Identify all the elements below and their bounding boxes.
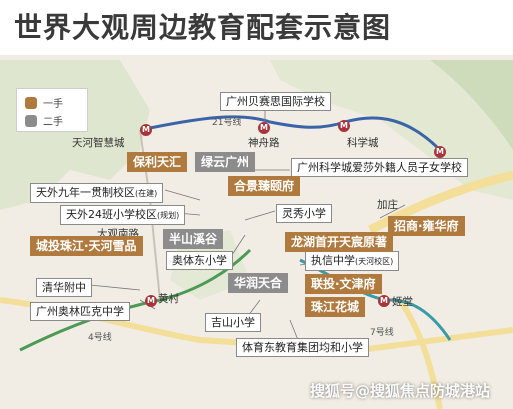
school-label: 天外24班小学校区(规划)	[60, 205, 186, 225]
watermark: 搜狐号@搜狐焦点防城港站	[310, 382, 491, 400]
school-label: 吉山小学	[205, 313, 261, 332]
metro-station-icon: M	[145, 295, 157, 307]
project-first-hand: 联投·文津府	[305, 274, 382, 294]
metro-line-21	[149, 115, 442, 152]
metro-station-icon: M	[338, 120, 350, 132]
legend: 一手 二手	[16, 88, 88, 132]
school-label: 广州贝赛思国际学校	[220, 92, 331, 111]
project-first-hand: 珠江花城	[305, 297, 366, 317]
station-label: 神舟路	[248, 137, 280, 149]
school-label: 清华附中	[36, 278, 92, 297]
metro-station-icon: M	[140, 124, 152, 136]
project-first-hand: 保利天汇	[127, 152, 188, 172]
legend-second-hand-swatch	[25, 114, 37, 127]
school-note: (在建)	[135, 189, 158, 198]
legend-row-first-hand: 一手	[25, 95, 63, 110]
school-note: (天河校区)	[355, 257, 394, 266]
line-4-label: 4号线	[88, 333, 112, 343]
line-7-label: 7号线	[370, 328, 394, 338]
school-name: 天外24班小学校区	[66, 208, 157, 221]
school-label: 天外九年一贯制校区(在建)	[30, 183, 164, 203]
metro-station-icon: M	[258, 122, 270, 134]
school-label: 体育东教育集团均和小学	[236, 338, 369, 357]
metro-station-icon: M	[434, 146, 446, 158]
school-label: 执信中学(天河校区)	[305, 251, 400, 271]
legend-row-second-hand: 二手	[25, 113, 63, 128]
project-first-hand: 城投珠江·天河雪品	[30, 236, 143, 256]
school-name: 天外九年一贯制校区	[36, 186, 135, 199]
park-area-hill	[430, 60, 513, 150]
legend-second-hand-label: 二手	[43, 117, 63, 128]
station-label: 黄村	[158, 293, 179, 305]
project-first-hand: 招商·雍华府	[388, 216, 465, 236]
project-second-hand: 华润天合	[228, 273, 289, 293]
legend-first-hand-swatch	[25, 96, 37, 109]
metro-station-icon: M	[378, 295, 390, 307]
project-first-hand: 龙湖首开天宸原著	[285, 232, 394, 252]
station-label: 加庄	[377, 199, 398, 211]
school-label: 广州科学城爱莎外籍人员子女学校	[291, 158, 468, 177]
school-label: 广州奥林匹克中学	[30, 302, 130, 321]
project-second-hand: 绿云广州	[195, 152, 256, 172]
legend-first-hand-label: 一手	[43, 99, 63, 110]
school-label: 灵秀小学	[276, 204, 332, 223]
project-second-hand: 半山溪谷	[163, 229, 224, 249]
school-name: 执信中学	[311, 254, 355, 267]
station-label: 科学城	[347, 137, 379, 149]
expressway-southeast	[397, 298, 443, 409]
map-title: 世界大观周边教育配套示意图	[14, 11, 392, 44]
project-first-hand: 合景臻颐府	[228, 176, 301, 196]
expressway-east	[367, 170, 513, 235]
school-label: 奥体东小学	[166, 251, 233, 270]
line-21-label: 21号线	[212, 118, 242, 128]
school-note: (规划)	[157, 211, 180, 220]
station-label: 姬堂	[392, 296, 413, 308]
station-label: 天河智慧城	[72, 137, 125, 149]
